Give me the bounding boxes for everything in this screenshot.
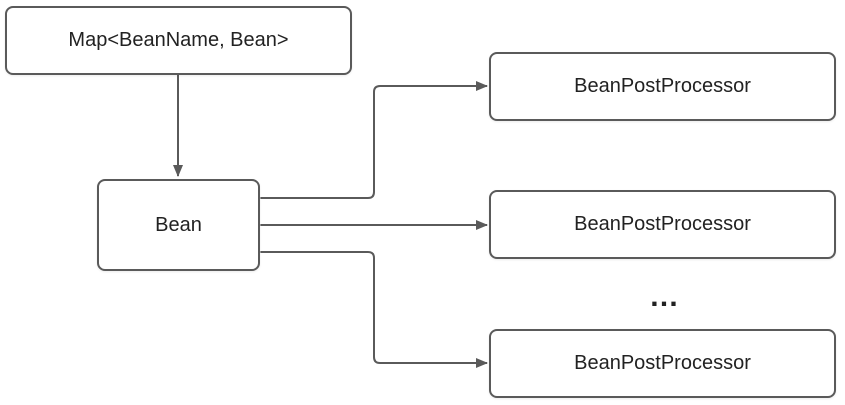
bean-post-processor-label-2: BeanPostProcessor — [574, 213, 751, 235]
bean-node-label: Bean — [155, 213, 202, 236]
bean-post-processor-label-3: BeanPostProcessor — [574, 352, 751, 374]
map-node: Map<BeanName, Bean> — [5, 6, 352, 75]
ellipsis-more: … — [649, 280, 681, 313]
edge-bean-bpp3 — [250, 247, 488, 368]
bean-post-processor-node-2: BeanPostProcessor — [489, 190, 836, 259]
map-node-label: Map<BeanName, Bean> — [68, 29, 289, 51]
bean-post-processor-node-1: BeanPostProcessor — [489, 52, 836, 121]
edge-bean-bpp1 — [250, 81, 488, 203]
bean-post-processor-label-1: BeanPostProcessor — [574, 75, 751, 97]
bean-node: Bean — [97, 179, 260, 271]
bean-post-processor-node-3: BeanPostProcessor — [489, 329, 836, 398]
